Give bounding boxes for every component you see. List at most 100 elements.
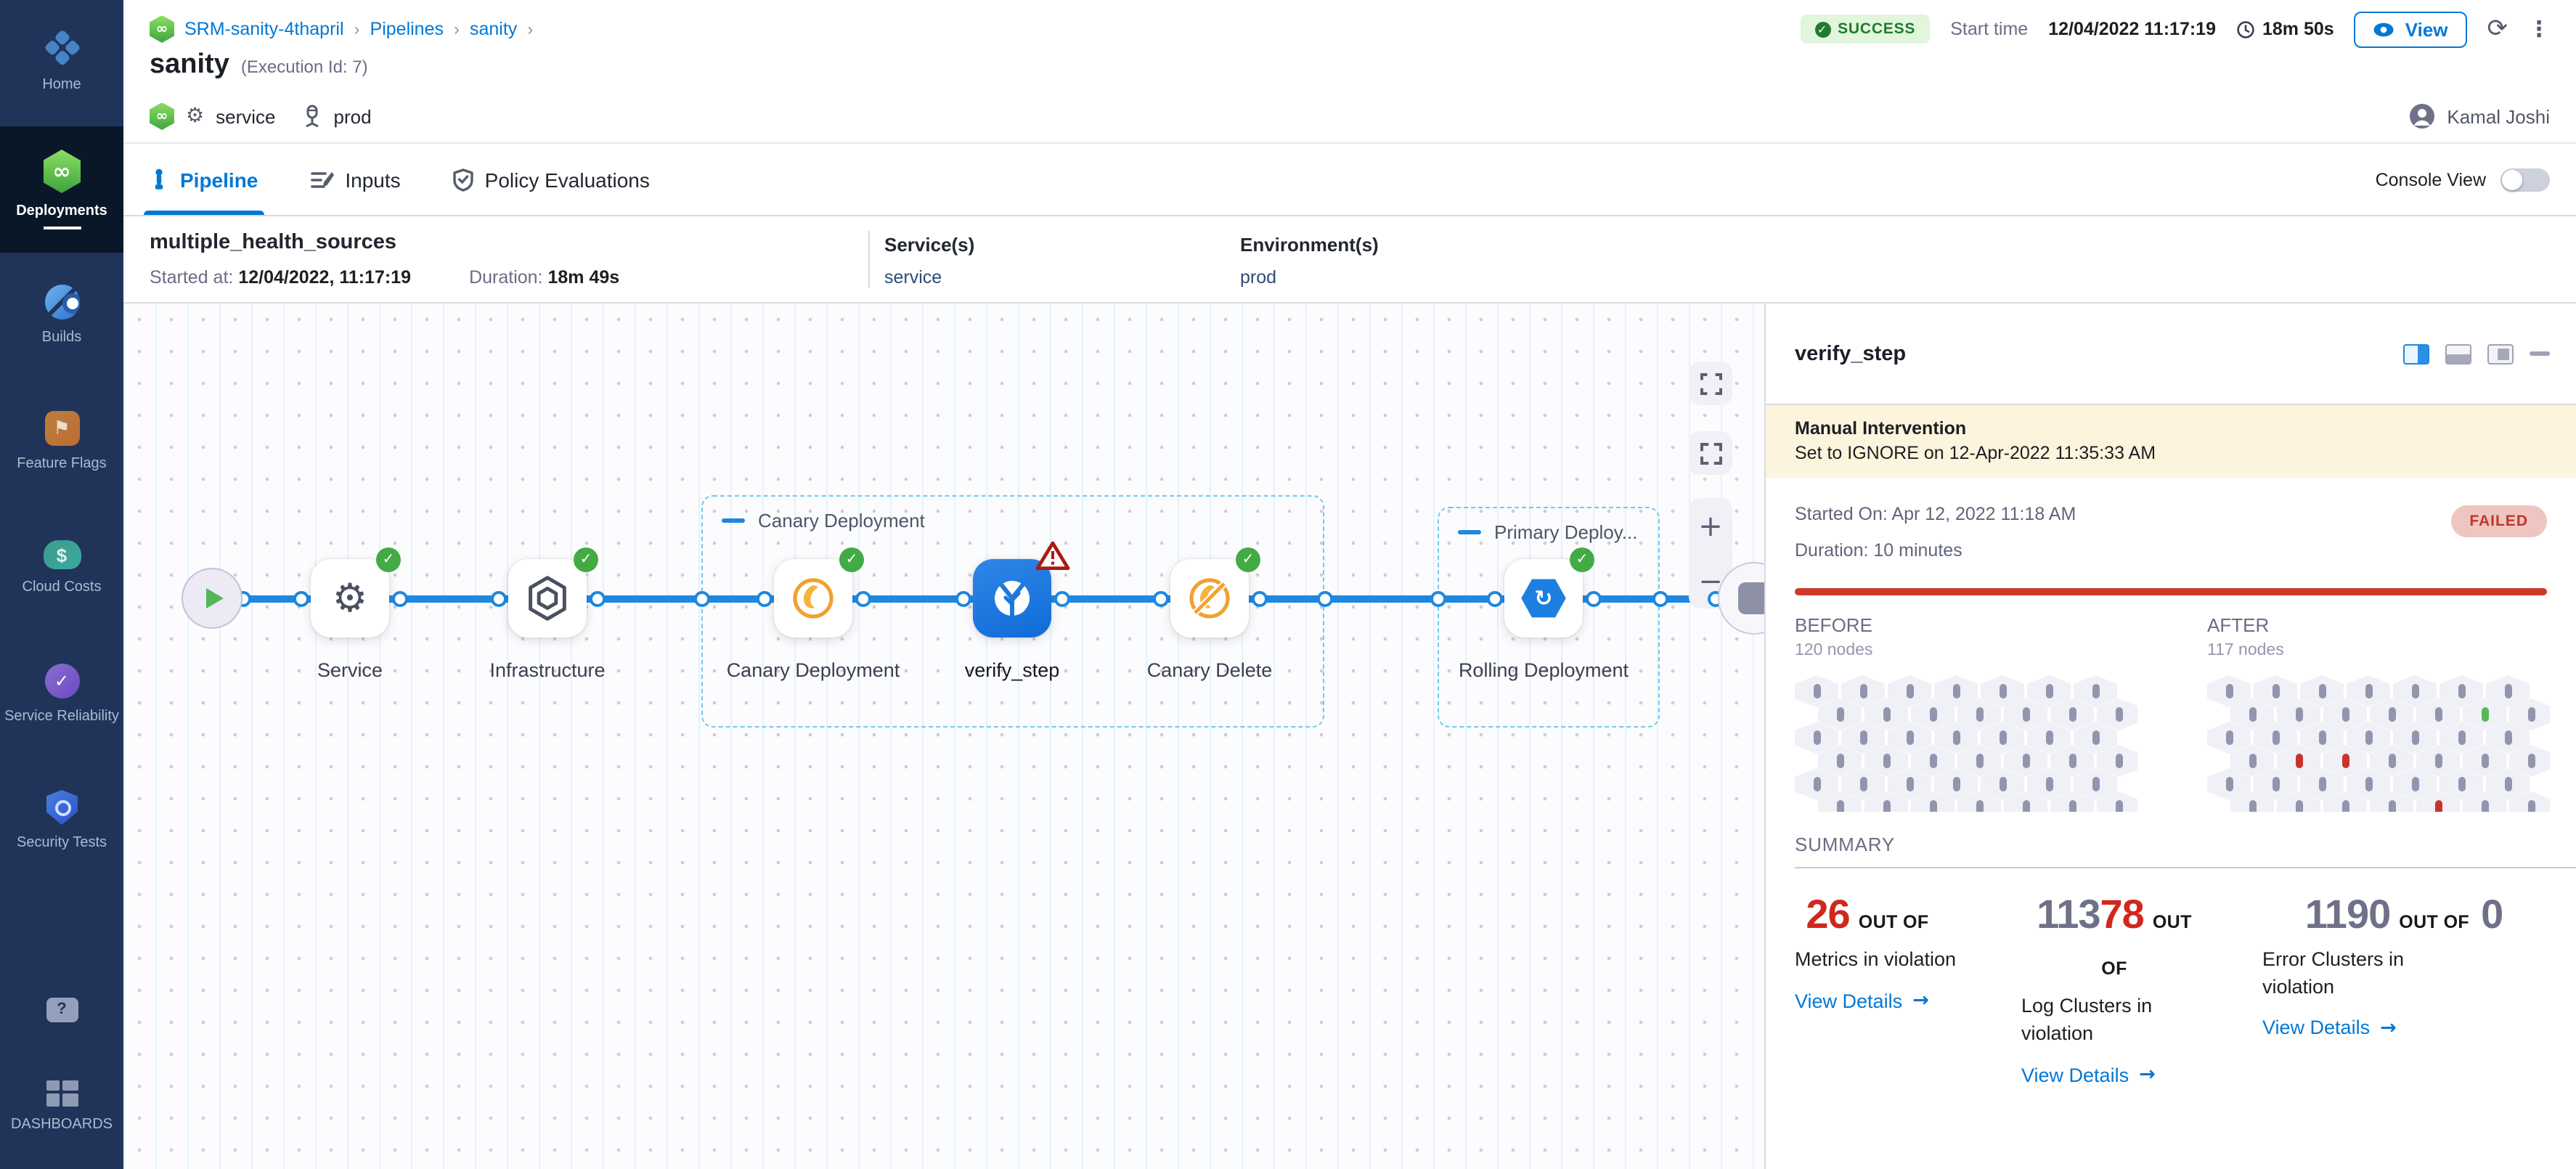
- view-details-link[interactable]: View Details→: [2021, 1063, 2156, 1086]
- step-details-title: verify_step: [1795, 342, 1907, 365]
- node-dot: [2115, 754, 2122, 768]
- chevron-right-icon: ›: [527, 19, 534, 39]
- canary-step-icon: [793, 578, 833, 619]
- environment-tag: prod: [333, 105, 372, 127]
- execution-id: (Execution Id: 7): [240, 57, 368, 77]
- sidebar-item-feature-flags[interactable]: ⚑Feature Flags: [0, 379, 123, 505]
- sidebar-item-home[interactable]: Home: [0, 0, 123, 126]
- sidebar-item-security-tests[interactable]: Security Tests: [0, 758, 123, 884]
- pipeline-start-node[interactable]: [182, 568, 242, 629]
- breadcrumb-link[interactable]: SRM-sanity-4thapril: [184, 19, 344, 39]
- marquee-select-button[interactable]: [1689, 431, 1732, 475]
- node-dot: [2272, 684, 2279, 698]
- node-dot: [1976, 707, 1983, 722]
- tab-pipeline[interactable]: Pipeline: [144, 144, 264, 215]
- sidebar-item-label: DASHBOARDS: [10, 1116, 113, 1132]
- tab-inputs[interactable]: Inputs: [310, 144, 401, 215]
- breadcrumb-link[interactable]: sanity: [470, 19, 518, 39]
- arrow-right-icon: →: [2139, 1063, 2156, 1087]
- chevron-right-icon: ›: [354, 19, 360, 39]
- help-chat-icon: ?: [46, 997, 78, 1022]
- clock-icon: [2237, 20, 2254, 38]
- node-dot: [2045, 730, 2053, 745]
- success-badge-icon: ✓: [1236, 547, 1260, 572]
- stage-group-label[interactable]: Primary Deploy...: [1458, 521, 1637, 543]
- node-dot: [2527, 707, 2535, 722]
- refresh-icon[interactable]: ⟳: [2487, 15, 2508, 44]
- node-dot: [2411, 777, 2418, 791]
- pipeline-node-service[interactable]: ⚙✓: [311, 547, 401, 638]
- connector-port: [589, 591, 605, 607]
- connector-port: [1251, 591, 1267, 607]
- connector-port: [391, 591, 407, 607]
- avatar[interactable]: [2409, 103, 2435, 129]
- node-dot: [2434, 800, 2442, 812]
- service-reliability-icon: ✓: [44, 664, 79, 698]
- node-dot: [2458, 777, 2465, 791]
- pipeline-node-infrastructure[interactable]: ✓: [508, 547, 598, 638]
- connector-port: [756, 591, 772, 607]
- sidebar-item-cloud-costs[interactable]: $Cloud Costs: [0, 505, 123, 632]
- layout-floating-icon[interactable]: [2487, 343, 2514, 364]
- after-node-count: 117 nodes: [2207, 642, 2284, 659]
- connector-port: [1652, 591, 1668, 607]
- group-label-text: Canary Deployment: [758, 510, 925, 531]
- connector-port: [1152, 591, 1168, 607]
- before-label: BEFORE: [1795, 614, 1872, 636]
- summary-divider: [1795, 867, 2576, 868]
- sidebar-item-service-reliability[interactable]: ✓Service Reliability: [0, 632, 123, 758]
- view-details-link[interactable]: View Details→: [2262, 1017, 2397, 1040]
- node-dot: [2225, 777, 2233, 791]
- pipeline-node-verify-step[interactable]: [973, 541, 1070, 638]
- sidebar-item-label: Cloud Costs: [22, 579, 102, 595]
- kebab-menu-icon[interactable]: ⋮: [2528, 16, 2550, 42]
- sidebar-item-help[interactable]: ?: [0, 963, 123, 1056]
- layout-bottom-icon[interactable]: [2445, 343, 2471, 364]
- tab-policy-evaluations[interactable]: Policy Evaluations: [452, 144, 650, 215]
- user-name[interactable]: Kamal Joshi: [2447, 105, 2550, 127]
- stage-group-label[interactable]: Canary Deployment: [722, 510, 925, 531]
- minimize-panel-icon[interactable]: [2530, 351, 2550, 356]
- before-node-grid[interactable]: [1795, 675, 2137, 812]
- services-value[interactable]: service: [884, 267, 942, 288]
- layout-split-right-icon[interactable]: [2403, 343, 2429, 364]
- node-dot: [1952, 684, 1960, 698]
- console-view-toggle[interactable]: [2500, 168, 2550, 191]
- violation-label: Error Clusters in violation: [2262, 948, 2405, 998]
- view-details-link[interactable]: View Details→: [1795, 989, 1929, 1012]
- stage-info-bar: multiple_health_sources Started at: 12/0…: [123, 216, 2576, 304]
- pipeline-node-canary-deployment[interactable]: ✓: [774, 547, 864, 638]
- breadcrumb-link[interactable]: Pipelines: [370, 19, 444, 39]
- sidebar-item-dashboards[interactable]: DASHBOARDS: [0, 1056, 123, 1157]
- view-button[interactable]: View: [2354, 11, 2467, 47]
- connector-port: [1053, 591, 1069, 607]
- sidebar-item-deployments[interactable]: ∞Deployments: [0, 126, 123, 253]
- environments-value[interactable]: prod: [1240, 267, 1277, 288]
- node-dot: [1906, 684, 1913, 698]
- environments-label: Environment(s): [1240, 234, 1379, 256]
- node-dot: [2115, 800, 2122, 812]
- after-node-grid[interactable]: [2207, 675, 2550, 812]
- sidebar-item-builds[interactable]: Builds: [0, 253, 123, 379]
- node-dot: [2341, 800, 2349, 812]
- sidebar-item-label: Deployments: [4, 202, 120, 229]
- node-dot: [2341, 754, 2349, 768]
- node-dot: [2341, 707, 2349, 722]
- node-dot: [2318, 730, 2326, 745]
- pipeline-node-canary-delete[interactable]: ✓: [1170, 547, 1260, 638]
- node-dot: [2481, 707, 2488, 722]
- pipeline-node-label: verify_step: [964, 659, 1060, 681]
- pipeline-node-rolling-deployment[interactable]: ↻✓: [1504, 547, 1594, 638]
- node-dot: [2068, 754, 2076, 768]
- violation-label: Log Clusters in violation: [2021, 995, 2153, 1045]
- success-badge-icon: ✓: [376, 547, 401, 572]
- service-icon: ⚙: [186, 105, 205, 128]
- zoom-in-button[interactable]: +: [1698, 508, 1723, 543]
- connector-port: [855, 591, 871, 607]
- fit-to-screen-button[interactable]: [1689, 362, 1732, 405]
- sidebar-item-label: Home: [42, 77, 81, 93]
